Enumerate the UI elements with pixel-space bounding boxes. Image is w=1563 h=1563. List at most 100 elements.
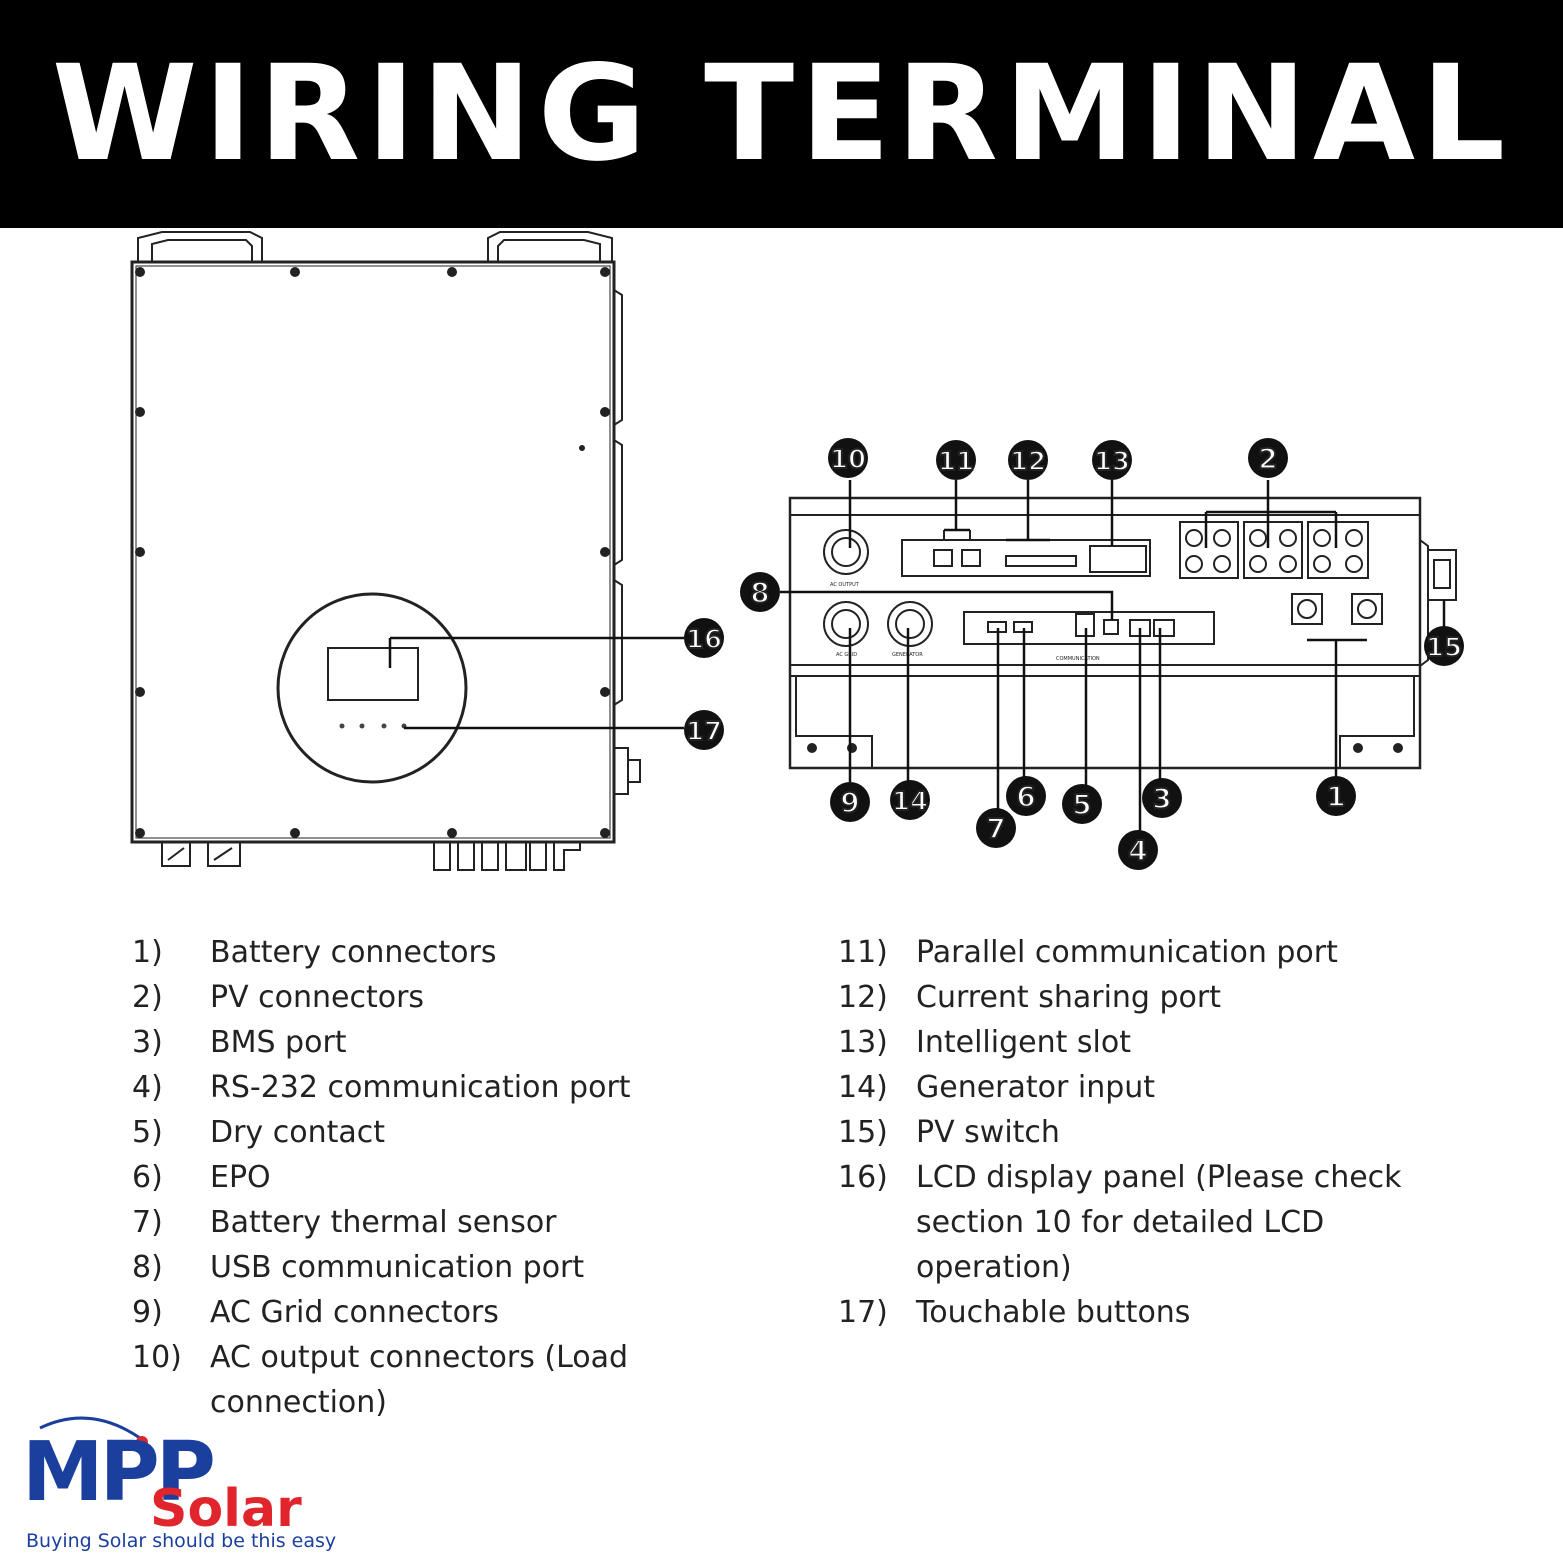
callout-3: 3: [1142, 778, 1182, 818]
legend-label: Intelligent slot: [916, 1025, 1131, 1060]
legend-label: Generator input: [916, 1070, 1156, 1105]
legend-item: 16) LCD display panel (Please check: [838, 1155, 1402, 1200]
callout-6: 6: [1006, 776, 1046, 816]
legend-number: 11): [838, 935, 888, 970]
legend-label: Battery connectors: [210, 935, 497, 970]
callout-7: 7: [976, 808, 1016, 848]
callout-markers: 10 11 12 13 2 8 16 17 15 9 14 7 6 5 3 4 …: [684, 438, 1464, 870]
legend-item: 8) USB communication port: [132, 1245, 631, 1290]
svg-text:AC GRID: AC GRID: [836, 652, 857, 658]
legend-label: section 10 for detailed LCD: [916, 1205, 1325, 1240]
legend-label: RS-232 communication port: [210, 1070, 631, 1105]
callout-5: 5: [1062, 784, 1102, 824]
callout-10: 10: [828, 438, 868, 478]
svg-text:4: 4: [1128, 834, 1147, 867]
svg-text:11: 11: [938, 447, 974, 477]
svg-text:COMMUNICATION: COMMUNICATION: [1056, 656, 1100, 662]
callout-17: 17: [684, 710, 724, 750]
legend-number: [838, 1245, 916, 1290]
legend-item: section 10 for detailed LCD: [838, 1200, 1402, 1245]
callout-14: 14: [890, 780, 930, 820]
callout-13: 13: [1092, 440, 1132, 480]
legend-label: operation): [916, 1250, 1072, 1285]
legend-number: 14): [838, 1070, 888, 1105]
svg-text:13: 13: [1094, 447, 1130, 477]
callout-1: 1: [1316, 776, 1356, 816]
legend-item: 15)PV switch: [838, 1110, 1402, 1155]
legend-item: 4)RS-232 communication port: [132, 1065, 631, 1110]
mpp-solar-logo: MPP Solar Buying Solar should be this ea…: [20, 1408, 360, 1558]
legend-label: Dry contact: [210, 1115, 385, 1150]
legend-number: 17): [838, 1295, 888, 1330]
svg-text:12: 12: [1010, 447, 1046, 477]
legend-number: 16): [838, 1160, 888, 1195]
legend-item: 14) Generator input: [838, 1065, 1402, 1110]
legend-item: operation): [838, 1245, 1402, 1290]
svg-text:6: 6: [1016, 780, 1035, 813]
legend-number: 13): [838, 1025, 888, 1060]
svg-text:16: 16: [686, 625, 722, 655]
logo-tagline: Buying Solar should be this easy: [26, 1530, 337, 1552]
legend-label: Parallel communication port: [916, 935, 1338, 970]
legend-item: 3)BMS port: [132, 1020, 631, 1065]
connection-panel-view: AC OUTPUT AC GRID GENERATOR COMMUNICATIO…: [788, 496, 1457, 770]
legend-number: 3): [132, 1025, 163, 1060]
legend-label: connection): [210, 1385, 387, 1420]
legend-item: 2) PV connectors: [132, 975, 631, 1020]
legend-item: 5) Dry contact: [132, 1110, 631, 1155]
inverter-front-view: [130, 231, 641, 871]
svg-text:3: 3: [1152, 782, 1171, 815]
callout-16: 16: [684, 618, 724, 658]
callout-11: 11: [936, 440, 976, 480]
callout-8: 8: [740, 572, 780, 612]
legend-label: Touchable buttons: [916, 1295, 1191, 1330]
callout-12: 12: [1008, 440, 1048, 480]
legend-number: 2): [132, 980, 163, 1015]
legend-number: 12): [838, 980, 888, 1015]
legend-right: 11) Parallel communication port 12) Current…: [838, 930, 1402, 1335]
callout-15: 15: [1424, 626, 1464, 666]
legend-label: LCD display panel (Please check: [916, 1160, 1402, 1195]
legend-number: 5): [132, 1115, 163, 1150]
legend-label: AC Grid connectors: [210, 1295, 499, 1330]
legend-number: 6): [132, 1160, 163, 1195]
legend-item: 7) Battery thermal sensor: [132, 1200, 631, 1245]
svg-text:14: 14: [892, 787, 928, 817]
leader-lines: [388, 480, 1446, 832]
legend-label: PV switch: [916, 1115, 1060, 1150]
svg-text:15: 15: [1426, 633, 1462, 663]
legend-number: 1): [132, 935, 163, 970]
legend-item: 9)AC Grid connectors: [132, 1290, 631, 1335]
legend-label: PV connectors: [210, 980, 425, 1015]
svg-text:Solar: Solar: [150, 1479, 302, 1533]
svg-text:8: 8: [750, 576, 769, 609]
svg-text:10: 10: [830, 445, 866, 475]
legend-item: 12) Current sharing port: [838, 975, 1402, 1020]
legend-label: Battery thermal sensor: [210, 1205, 557, 1240]
legend-label: EPO: [210, 1160, 271, 1195]
legend-item: 13) Intelligent slot: [838, 1020, 1402, 1065]
inverter-diagram: AC OUTPUT AC GRID GENERATOR COMMUNICATIO…: [130, 231, 1464, 871]
legend-item: 1) Battery connectors: [132, 930, 631, 975]
svg-text:MPP: MPP: [22, 1425, 213, 1520]
callout-9: 9: [830, 782, 870, 822]
legend-item: 17) Touchable buttons: [838, 1290, 1402, 1335]
legend-number: 10): [132, 1340, 182, 1375]
legend-left: 1) Battery connectors 2) PV connectors 3)BMS…: [132, 930, 631, 1425]
callout-4: 4: [1118, 830, 1158, 870]
legend-item: connection): [132, 1380, 631, 1425]
svg-text:1: 1: [1326, 780, 1345, 813]
legend-item: 6) EPO: [132, 1155, 631, 1200]
svg-text:AC OUTPUT: AC OUTPUT: [830, 582, 860, 588]
legend-item: 10)AC output connectors (Load: [132, 1335, 631, 1380]
legend-number: 8): [132, 1250, 163, 1285]
legend-number: 7): [132, 1205, 163, 1240]
legend-item: 11) Parallel communication port: [838, 930, 1402, 975]
legend-label: USB communication port: [210, 1250, 585, 1285]
svg-text:7: 7: [986, 812, 1005, 845]
svg-text:2: 2: [1258, 442, 1277, 475]
callout-2: 2: [1248, 438, 1288, 478]
legend-label: Current sharing port: [916, 980, 1221, 1015]
page-title: WIRING TERMINAL: [51, 37, 1512, 191]
title-banner: WIRING TERMINAL: [0, 0, 1563, 228]
